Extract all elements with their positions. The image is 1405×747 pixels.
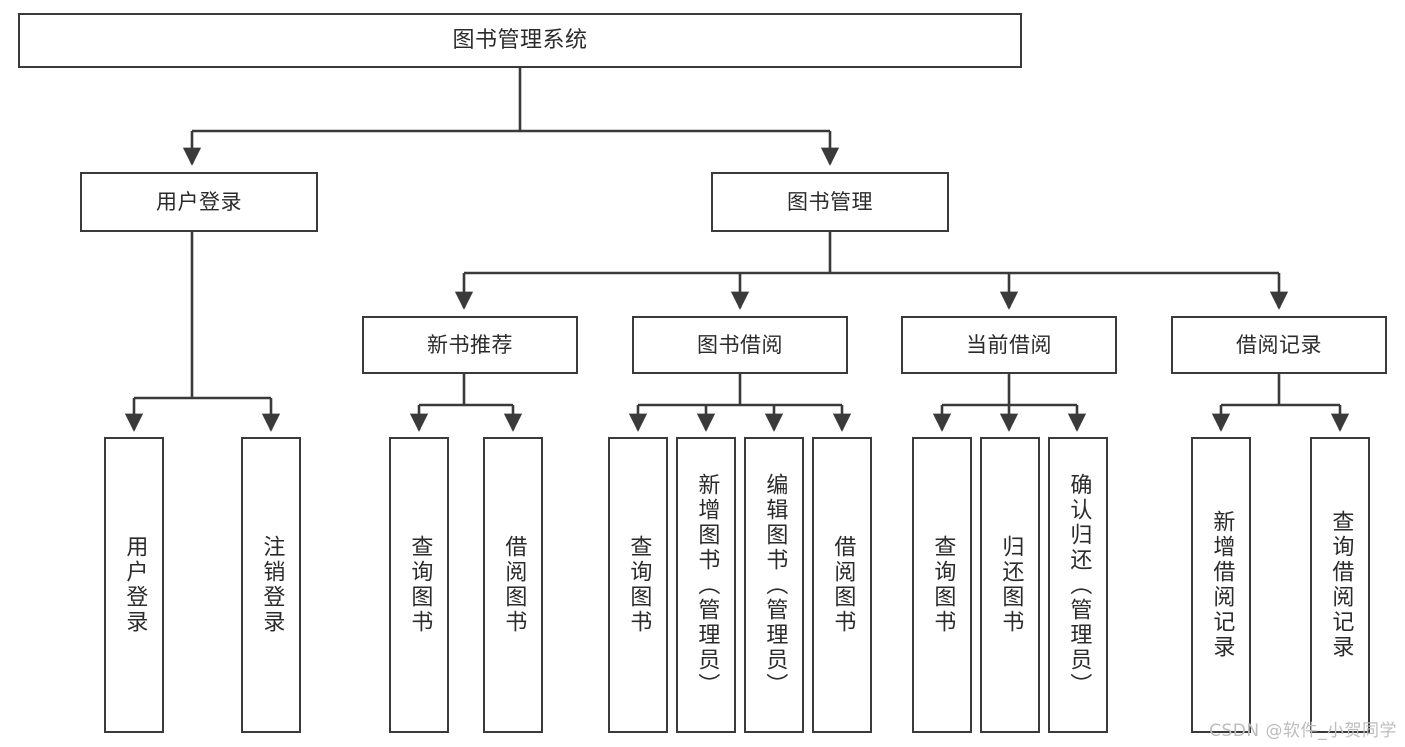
node-label: 新增借阅记录 <box>1209 510 1235 660</box>
node-label: 归还图书 <box>998 535 1024 635</box>
node-label: 查询图书 <box>407 535 433 635</box>
node-label: 当前借阅 <box>966 332 1052 357</box>
leaf-new-book-query[interactable]: 查询图书 <box>389 437 449 733</box>
node-label: 用户登录 <box>156 189 242 214</box>
leaf-book-borrow-edit[interactable]: 编辑图书（管理员） <box>744 437 804 733</box>
node-label: 图书借阅 <box>697 332 783 357</box>
csdn-watermark: CSDN @软件_小贺同学 <box>1209 721 1397 741</box>
node-borrow-record[interactable]: 借阅记录 <box>1171 316 1387 374</box>
leaf-borrow-record-add[interactable]: 新增借阅记录 <box>1191 437 1251 733</box>
node-label: 借阅记录 <box>1236 332 1322 357</box>
node-label: 新增图书（管理员） <box>694 472 720 698</box>
node-label: 图书管理系统 <box>452 27 588 53</box>
leaf-book-borrow-borrow[interactable]: 借阅图书 <box>812 437 872 733</box>
node-label: 注销登录 <box>259 535 285 635</box>
node-label: 编辑图书（管理员） <box>762 472 788 698</box>
node-current-borrow[interactable]: 当前借阅 <box>901 316 1117 374</box>
leaf-new-book-borrow[interactable]: 借阅图书 <box>483 437 543 733</box>
node-label: 借阅图书 <box>830 535 856 635</box>
leaf-current-borrow-return[interactable]: 归还图书 <box>980 437 1040 733</box>
leaf-current-borrow-confirm-return[interactable]: 确认归还（管理员） <box>1048 437 1108 733</box>
node-label: 查询图书 <box>930 535 956 635</box>
leaf-book-borrow-query[interactable]: 查询图书 <box>608 437 668 733</box>
node-label: 图书管理 <box>787 189 873 214</box>
leaf-borrow-record-query[interactable]: 查询借阅记录 <box>1310 437 1370 733</box>
leaf-user-login-logout[interactable]: 注销登录 <box>241 437 301 733</box>
node-book-borrow[interactable]: 图书借阅 <box>632 316 848 374</box>
node-new-book-recommend[interactable]: 新书推荐 <box>362 316 578 374</box>
node-label: 查询图书 <box>626 535 652 635</box>
leaf-current-borrow-query[interactable]: 查询图书 <box>912 437 972 733</box>
node-label: 确认归还（管理员） <box>1066 472 1092 698</box>
node-root-system[interactable]: 图书管理系统 <box>18 13 1022 68</box>
node-label: 新书推荐 <box>427 332 513 357</box>
node-label: 借阅图书 <box>501 535 527 635</box>
node-book-management[interactable]: 图书管理 <box>711 172 949 232</box>
leaf-book-borrow-add[interactable]: 新增图书（管理员） <box>676 437 736 733</box>
node-label: 用户登录 <box>122 535 148 635</box>
node-label: 查询借阅记录 <box>1328 510 1354 660</box>
leaf-user-login-login[interactable]: 用户登录 <box>104 437 164 733</box>
node-user-login[interactable]: 用户登录 <box>80 172 318 232</box>
